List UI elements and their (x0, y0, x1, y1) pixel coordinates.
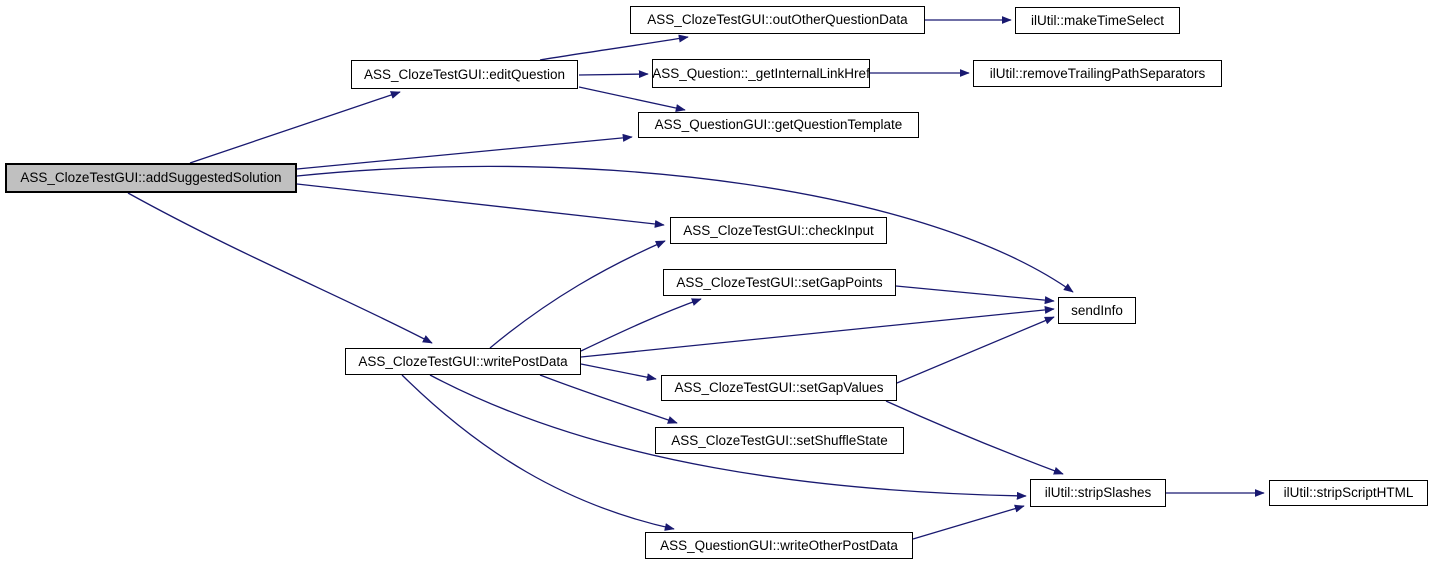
edge-editQuestion-getInternalLinkHref (578, 70, 649, 79)
edge-setGapValues-sendInfo (896, 316, 1055, 384)
edge-editQuestion-outOtherQuestionData (539, 34, 689, 61)
node-sendInfo[interactable]: sendInfo (1058, 297, 1136, 324)
edge-writePostData-stripSlashes (429, 374, 1027, 500)
edge-writePostData-setGapPoints (580, 298, 702, 352)
edge-addSuggestedSolution-sendInfo (296, 165, 1074, 293)
node-makeTimeSelect[interactable]: ilUtil::makeTimeSelect (1015, 7, 1180, 34)
node-writePostData[interactable]: ASS_ClozeTestGUI::writePostData (345, 348, 581, 375)
edge-writePostData-sendInfo (580, 305, 1055, 358)
node-setShuffleState[interactable]: ASS_ClozeTestGUI::setShuffleState (655, 427, 904, 454)
node-getQuestionTemplate[interactable]: ASS_QuestionGUI::getQuestionTemplate (638, 112, 919, 138)
edge-writePostData-writeOtherPostData (401, 374, 675, 531)
edge-addSuggestedSolution-checkInput (296, 183, 665, 228)
edge-editQuestion-getQuestionTemplate (578, 86, 686, 112)
node-editQuestion[interactable]: ASS_ClozeTestGUI::editQuestion (351, 60, 578, 89)
node-writeOtherPostData[interactable]: ASS_QuestionGUI::writeOtherPostData (645, 532, 913, 559)
node-addSuggestedSolution: ASS_ClozeTestGUI::addSuggestedSolution (5, 163, 297, 193)
edge-setGapPoints-sendInfo (895, 285, 1055, 305)
node-getInternalLinkHref[interactable]: ASS_Question::_getInternalLinkHref (652, 59, 870, 88)
edge-writePostData-setShuffleState (539, 374, 678, 424)
edge-addSuggestedSolution-editQuestion (189, 91, 401, 164)
node-setGapValues[interactable]: ASS_ClozeTestGUI::setGapValues (661, 375, 897, 401)
edge-addSuggestedSolution-getQuestionTemplate (296, 133, 633, 170)
edge-writePostData-checkInput (489, 240, 666, 349)
node-setGapPoints[interactable]: ASS_ClozeTestGUI::setGapPoints (663, 269, 896, 296)
edge-writeOtherPostData-stripSlashes (912, 504, 1025, 540)
edge-setGapValues-stripSlashes (885, 400, 1064, 475)
node-removeTrailingPathSeparators[interactable]: ilUtil::removeTrailingPathSeparators (973, 60, 1222, 87)
node-checkInput[interactable]: ASS_ClozeTestGUI::checkInput (670, 217, 887, 244)
node-stripScriptHTML[interactable]: ilUtil::stripScriptHTML (1269, 480, 1428, 506)
node-outOtherQuestionData[interactable]: ASS_ClozeTestGUI::outOtherQuestionData (630, 6, 925, 34)
edge-addSuggestedSolution-writePostData (127, 192, 433, 344)
edge-writePostData-setGapValues (580, 363, 657, 382)
node-stripSlashes[interactable]: ilUtil::stripSlashes (1030, 479, 1166, 507)
